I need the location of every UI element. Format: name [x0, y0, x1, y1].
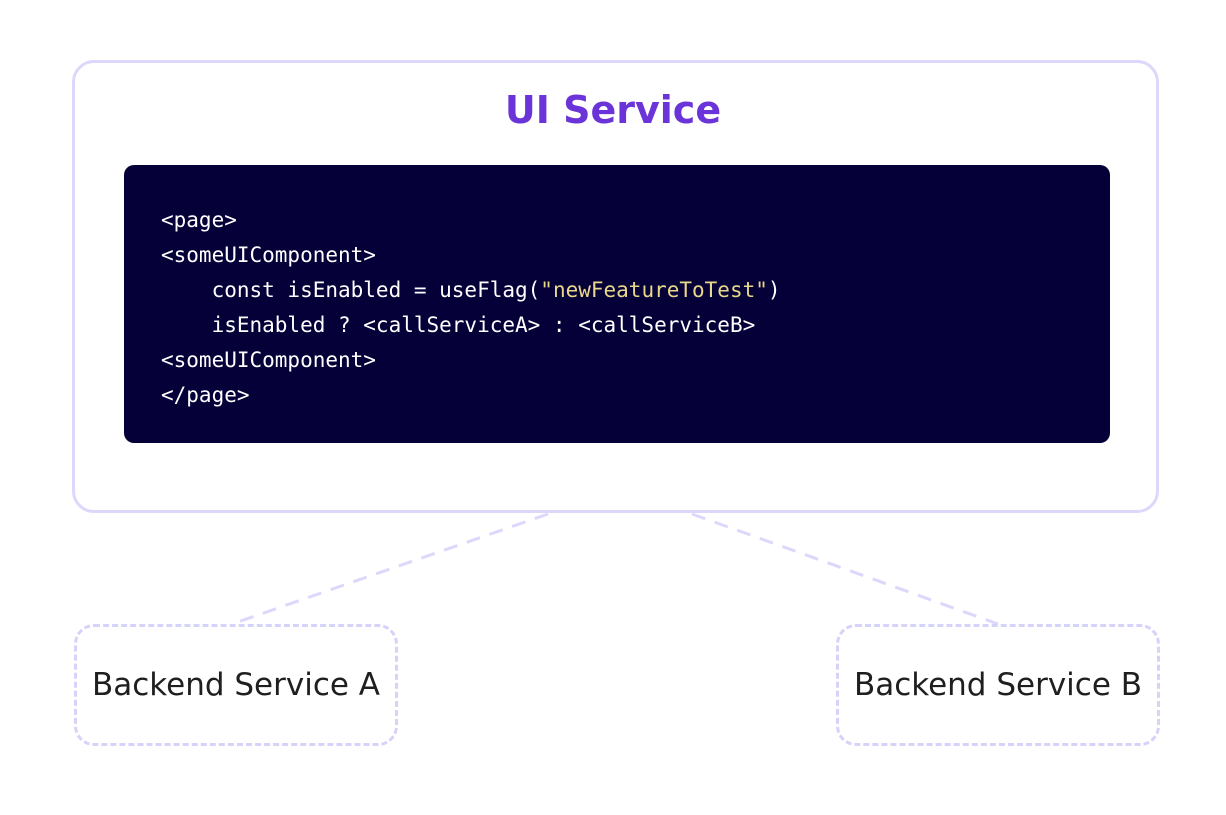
code-tail: ): [767, 278, 781, 302]
backend-service-a-label: Backend Service A: [91, 667, 381, 703]
code-text: <someUIComponent>: [161, 243, 376, 267]
code-line: isEnabled ? <callServiceA> : <callServic…: [161, 308, 781, 343]
code-text: <page>: [161, 208, 237, 232]
connector-to-service-a: [231, 512, 549, 626]
code-text: const isEnabled = useFlag(: [161, 278, 541, 302]
code-line: const isEnabled = useFlag("newFeatureToT…: [161, 273, 781, 308]
code-lines: <page> <someUIComponent> const isEnabled …: [161, 203, 781, 413]
code-line: <someUIComponent>: [161, 343, 781, 378]
ui-service-title: UI Service: [504, 88, 722, 132]
ui-service-box: [72, 60, 1159, 513]
backend-service-a: Backend Service A: [74, 624, 398, 746]
code-text: isEnabled ? <callServiceA> : <callServic…: [161, 313, 756, 337]
code-line: <page>: [161, 203, 781, 238]
connector-to-service-b: [691, 512, 999, 626]
backend-service-b: Backend Service B: [836, 624, 1160, 746]
code-block: <page> <someUIComponent> const isEnabled …: [124, 165, 1110, 443]
backend-service-b-label: Backend Service B: [853, 667, 1143, 703]
code-line: <someUIComponent>: [161, 238, 781, 273]
code-line: </page>: [161, 378, 781, 413]
code-string: "newFeatureToTest": [540, 278, 768, 302]
code-text: </page>: [161, 383, 250, 407]
code-text: <someUIComponent>: [161, 348, 376, 372]
